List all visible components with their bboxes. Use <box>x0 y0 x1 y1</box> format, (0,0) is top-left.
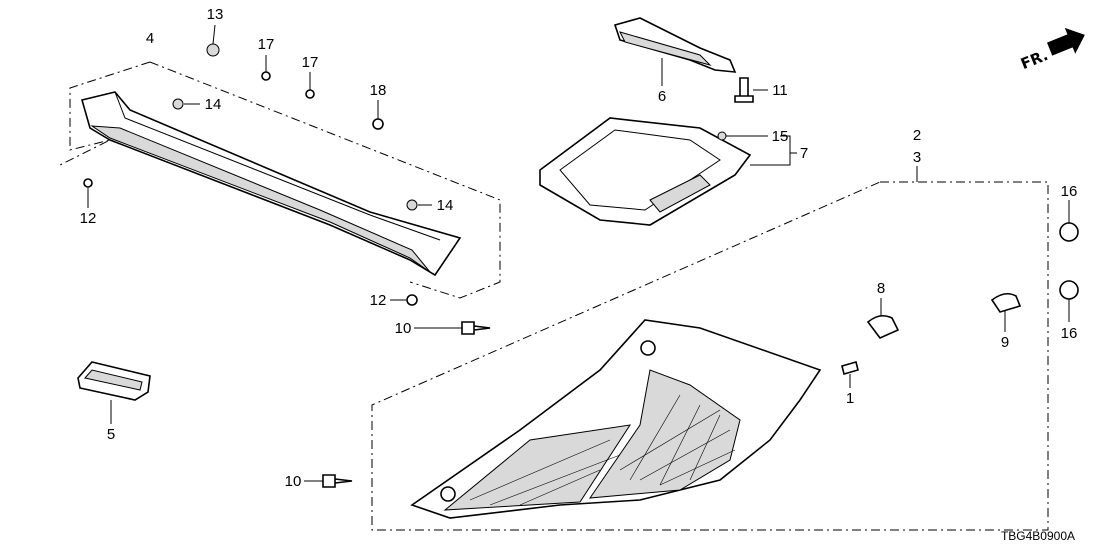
spoiler-part[interactable] <box>81 91 462 277</box>
part-9-bulb[interactable] <box>990 292 1022 313</box>
part-12-clip-a[interactable] <box>83 178 93 188</box>
callout-12: 12 <box>80 210 97 227</box>
part-7-housing[interactable] <box>539 117 752 226</box>
part-6-bracket[interactable] <box>613 17 737 73</box>
callout-12: 12 <box>370 292 387 309</box>
group-box-4b <box>149 61 501 299</box>
leader-lines <box>87 24 1070 482</box>
part-14-nut-b[interactable] <box>406 199 418 211</box>
part-14-nut-a[interactable] <box>172 98 184 110</box>
callout-9: 9 <box>1001 334 1009 351</box>
callout-14: 14 <box>205 96 222 113</box>
callout-18: 18 <box>370 82 387 99</box>
callout-17: 17 <box>258 36 275 53</box>
callout-11: 11 <box>772 82 788 99</box>
group-box-4 <box>59 61 151 166</box>
callout-2: 2 <box>913 127 921 144</box>
callout-10: 10 <box>395 320 412 337</box>
tail-light-assembly[interactable] <box>410 319 822 519</box>
callout-14: 14 <box>437 197 454 214</box>
callout-6: 6 <box>658 88 666 105</box>
front-label: FR. <box>1018 46 1051 73</box>
front-arrow-icon <box>1047 27 1085 56</box>
part-16-cap-a[interactable] <box>1059 222 1079 242</box>
part-8-bulb[interactable] <box>866 314 900 339</box>
group-box-3 <box>371 181 1049 531</box>
part-12-clip-b[interactable] <box>406 294 418 306</box>
diagram-code: TBG4B0900A <box>1001 529 1075 543</box>
part-18-clip[interactable] <box>372 118 384 130</box>
part-1-bulb[interactable] <box>841 361 859 375</box>
part-11-bolt[interactable] <box>734 77 754 103</box>
callout-13: 13 <box>207 6 224 23</box>
callout-8: 8 <box>877 280 885 297</box>
callout-3: 3 <box>913 149 921 166</box>
callout-16: 16 <box>1061 325 1078 342</box>
callout-15: 15 <box>772 128 789 145</box>
part-15-clip[interactable] <box>717 131 727 141</box>
callout-7: 7 <box>800 145 808 162</box>
callout-5: 5 <box>107 426 115 443</box>
part-10-screw-a[interactable] <box>461 321 491 335</box>
part-17-nut-a[interactable] <box>261 71 271 81</box>
callout-4: 4 <box>146 30 154 47</box>
part-17-nut-b[interactable] <box>305 89 315 99</box>
part-16-cap-b[interactable] <box>1059 280 1079 300</box>
part-10-screw-b[interactable] <box>322 474 353 488</box>
callout-1: 1 <box>846 390 854 407</box>
callout-16: 16 <box>1061 183 1078 200</box>
callout-10: 10 <box>285 473 302 490</box>
part-13-clip[interactable] <box>206 43 220 57</box>
part-5-lamp[interactable] <box>77 361 151 401</box>
callout-17: 17 <box>302 54 319 71</box>
front-direction-indicator: FR. <box>1018 27 1085 73</box>
